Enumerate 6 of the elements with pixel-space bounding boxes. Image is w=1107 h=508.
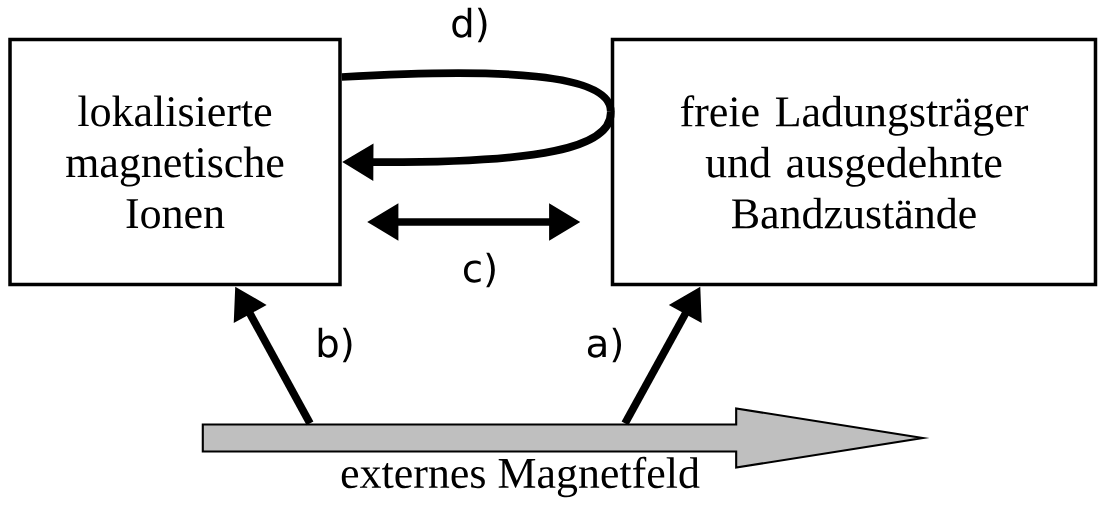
edge-label: a) bbox=[582, 324, 628, 366]
edge-label: b) bbox=[311, 324, 359, 366]
edge-label: d) bbox=[446, 4, 494, 46]
text-box: lokalisierte magnetische Ionen bbox=[8, 37, 342, 287]
edge-label: c) bbox=[458, 249, 502, 291]
text-box: freie Ladungsträger und ausgedehnte Bandzustände bbox=[610, 37, 1098, 287]
